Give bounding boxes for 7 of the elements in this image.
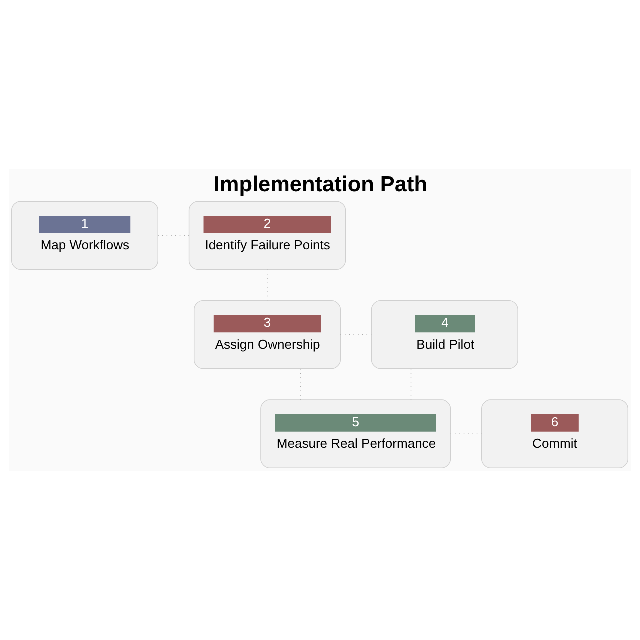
node-box: 6 Commit — [482, 400, 629, 468]
node-box: 1 Map Workflows — [11, 201, 158, 270]
node-box: 4 Build Pilot — [371, 300, 518, 370]
node-box: 5 Measure Real Performance — [260, 400, 452, 468]
diagram-title: Implementation Path — [214, 171, 428, 196]
node-box: 3 Assign Ownership — [194, 300, 341, 370]
node-box: 2 Identify Failure Points — [188, 201, 346, 270]
